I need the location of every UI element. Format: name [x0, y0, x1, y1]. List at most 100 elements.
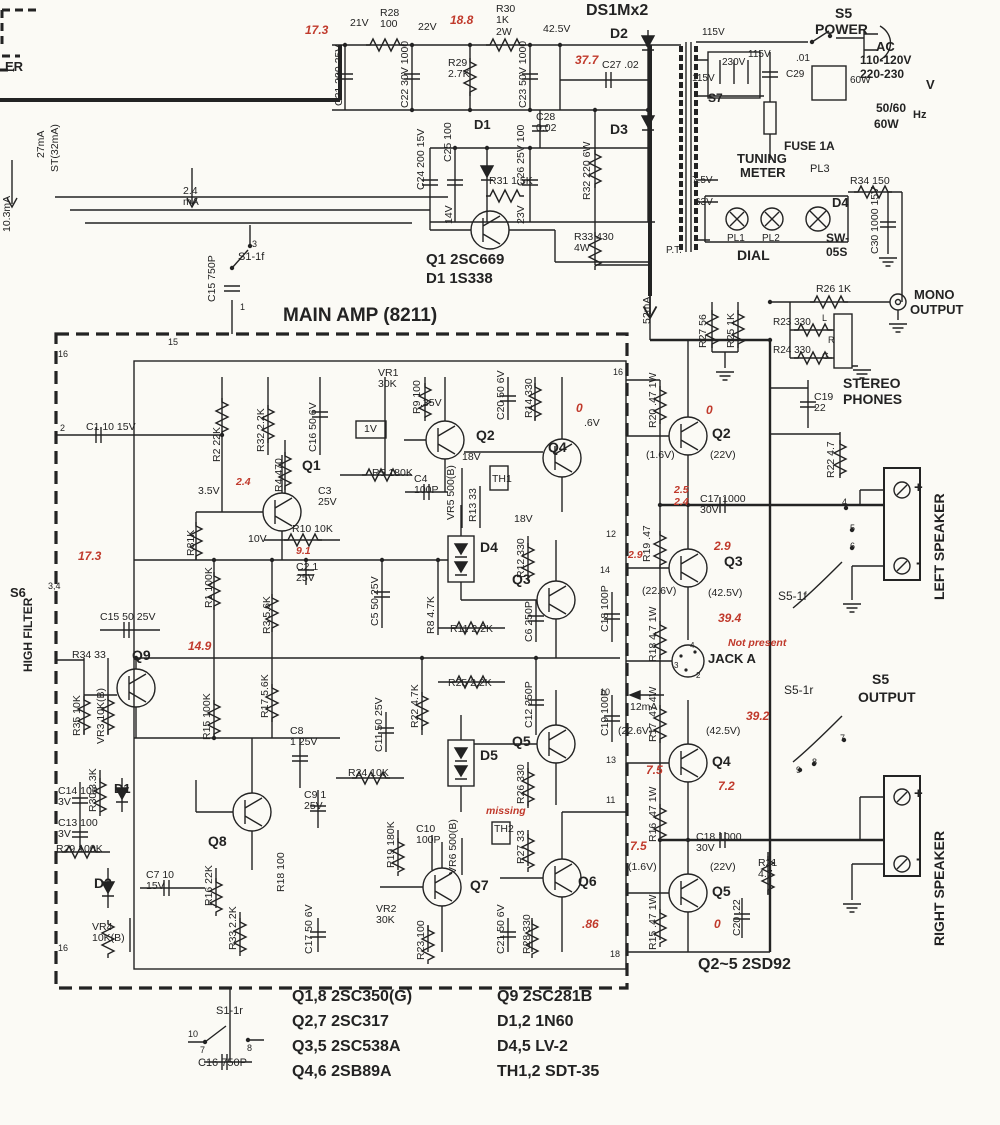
- label-11: 11: [606, 795, 616, 805]
- label-22v: (22V): [710, 861, 736, 873]
- label-r16-47-1w: R16 .47 1W: [647, 786, 659, 842]
- annotation-0: 0: [576, 401, 583, 415]
- label-vr4-10k-b: VR4 10K(B): [92, 921, 125, 945]
- label-c24-200-15v: C24 200 15V: [415, 128, 427, 190]
- label-r26-1k: R26 1K: [816, 283, 852, 295]
- label-22v: (22V): [710, 449, 736, 461]
- annotation-7-2: 7.2: [718, 779, 735, 793]
- label-3-4: 3,4: [48, 581, 61, 591]
- annotation-not-present: Not present: [728, 637, 787, 649]
- label-s1-1f: S1-1f: [238, 251, 265, 263]
- label-21v: 21V: [350, 17, 369, 29]
- label-42-5v: (42.5V): [706, 725, 741, 737]
- label-r3-5-6k: R3 5.6K: [261, 596, 273, 634]
- label-vr3-10k-b: VR3 10K(B): [95, 687, 107, 744]
- label-c16-50-6v: C16 50 6V: [307, 402, 319, 452]
- label-q2-5-2sd92: Q2~5 2SD92: [698, 956, 791, 973]
- label-r33-2-2k: R33 2.2K: [227, 906, 239, 950]
- label-c18-1000-30v: C18 1000 30V: [696, 831, 742, 855]
- label-c17-50-6v: C17 50 6V: [303, 904, 315, 954]
- label-r25-1k: R25 1K: [725, 312, 737, 348]
- label-22-6v: (22.6V): [618, 725, 653, 737]
- label-22-6v: (22.6V): [642, 585, 677, 597]
- label-v: V: [926, 77, 935, 92]
- label-2-4-ma: 2.4 mA: [183, 185, 199, 209]
- label-r10-10k: R10 10K: [292, 523, 333, 535]
- label-r17-5-6k: R17 5.6K: [259, 674, 271, 718]
- label-18: 18: [610, 949, 621, 959]
- annotation-missing: missing: [486, 805, 526, 817]
- label-d4: D4: [832, 195, 849, 210]
- label-c25-100: C25 100: [442, 122, 454, 162]
- label-16: 16: [58, 943, 69, 953]
- label-c19-100p: C19 100P: [599, 689, 611, 736]
- label-c13-100-3v: C13 100 3V: [58, 817, 98, 841]
- label-r18-4-7-1w: R18 4.7 1W: [647, 606, 659, 662]
- label-power: POWER: [815, 21, 868, 37]
- main-amp-dashed-border: [54, 332, 629, 990]
- label-18v: 18V: [462, 451, 481, 463]
- label-c5-50-25v: C5 50 25V: [369, 576, 381, 626]
- label-fuse-1a: FUSE 1A: [784, 139, 835, 153]
- label-r31k: R31K: [185, 529, 197, 556]
- label-12: 12: [606, 529, 617, 539]
- label-d3: D3: [610, 121, 628, 137]
- label-: -: [916, 553, 922, 572]
- label-115v: 115V: [702, 27, 725, 38]
- label-r34-150: R34 150: [850, 175, 890, 187]
- label-c17-1000-30v: C17 1000 30V: [700, 493, 746, 517]
- label-q4: Q4: [712, 753, 731, 769]
- label-q8: Q8: [208, 833, 227, 849]
- label-r25-2-2k: R25 2.2K: [448, 677, 492, 689]
- label-r35-10k: R35 10K: [71, 695, 83, 736]
- label-c10-100p: C10 100P: [416, 823, 441, 847]
- label-q3: Q3: [512, 571, 531, 587]
- label-r15-100k: R15 100K: [201, 693, 213, 740]
- label-q2-7-2sc317: Q2,7 2SC317: [292, 1013, 389, 1030]
- annotation-86: .86: [582, 917, 599, 931]
- label-8: 8: [247, 1043, 253, 1053]
- label-dial: DIAL: [737, 247, 770, 263]
- label-r22-4-7k: R22 4.7K: [409, 684, 421, 728]
- label-r19-180k: R19 180K: [385, 821, 397, 868]
- annotation-39-2: 39.2: [746, 709, 770, 723]
- label-q4-6-2sb89a: Q4,6 2SB89A: [292, 1063, 392, 1080]
- label-22v: 22V: [418, 21, 437, 33]
- label-r24-10k: R24 10K: [348, 767, 389, 779]
- label-th2: TH2: [494, 823, 514, 835]
- label-left-speaker: LEFT SPEAKER: [931, 493, 947, 600]
- label-01: .01: [796, 53, 810, 64]
- label-r27-33: R27 33: [515, 830, 527, 864]
- label-110-120v: 110-120V: [860, 53, 912, 67]
- annotation-18-8: 18.8: [450, 13, 474, 27]
- annotation-2-9: 2.9: [628, 549, 643, 561]
- label-14: 14: [600, 565, 611, 575]
- label-th1-2-sdt-35: TH1,2 SDT-35: [497, 1063, 600, 1080]
- label-16: 16: [58, 349, 69, 359]
- label-q1-2sc669: Q1 2SC669: [426, 251, 505, 268]
- label-vr2-30k: VR2 30K: [376, 903, 397, 927]
- label-230v: 230V: [722, 57, 746, 68]
- label-q7: Q7: [470, 877, 489, 893]
- label-s6: S6: [10, 585, 26, 600]
- label-1-6v: (1.6V): [628, 861, 657, 873]
- label-: +: [914, 785, 923, 802]
- label-8: 8: [812, 757, 818, 767]
- transformer-windings: [679, 46, 698, 250]
- label-d1-1s338: D1 1S338: [426, 270, 493, 287]
- label-13: 13: [606, 755, 617, 765]
- label-220-230: 220-230: [860, 67, 905, 81]
- label-c22-30v-1000: C22 30V 1000: [399, 40, 411, 108]
- label-15: 15: [168, 337, 179, 347]
- label-14v: 14V: [443, 205, 455, 224]
- label-c20-50-6v: C20 50 6V: [495, 370, 507, 420]
- label-1v: 1V: [364, 423, 377, 435]
- label-c4-100p: C4 100P: [414, 473, 439, 497]
- label-c29: C29: [786, 69, 805, 80]
- label-g: G: [822, 351, 830, 361]
- label-q3: Q3: [724, 553, 743, 569]
- label-stereo: STEREO: [843, 375, 901, 391]
- label-main-amp-8211: MAIN AMP (8211): [283, 305, 438, 326]
- label-s5-1f: S5-1f: [778, 589, 807, 603]
